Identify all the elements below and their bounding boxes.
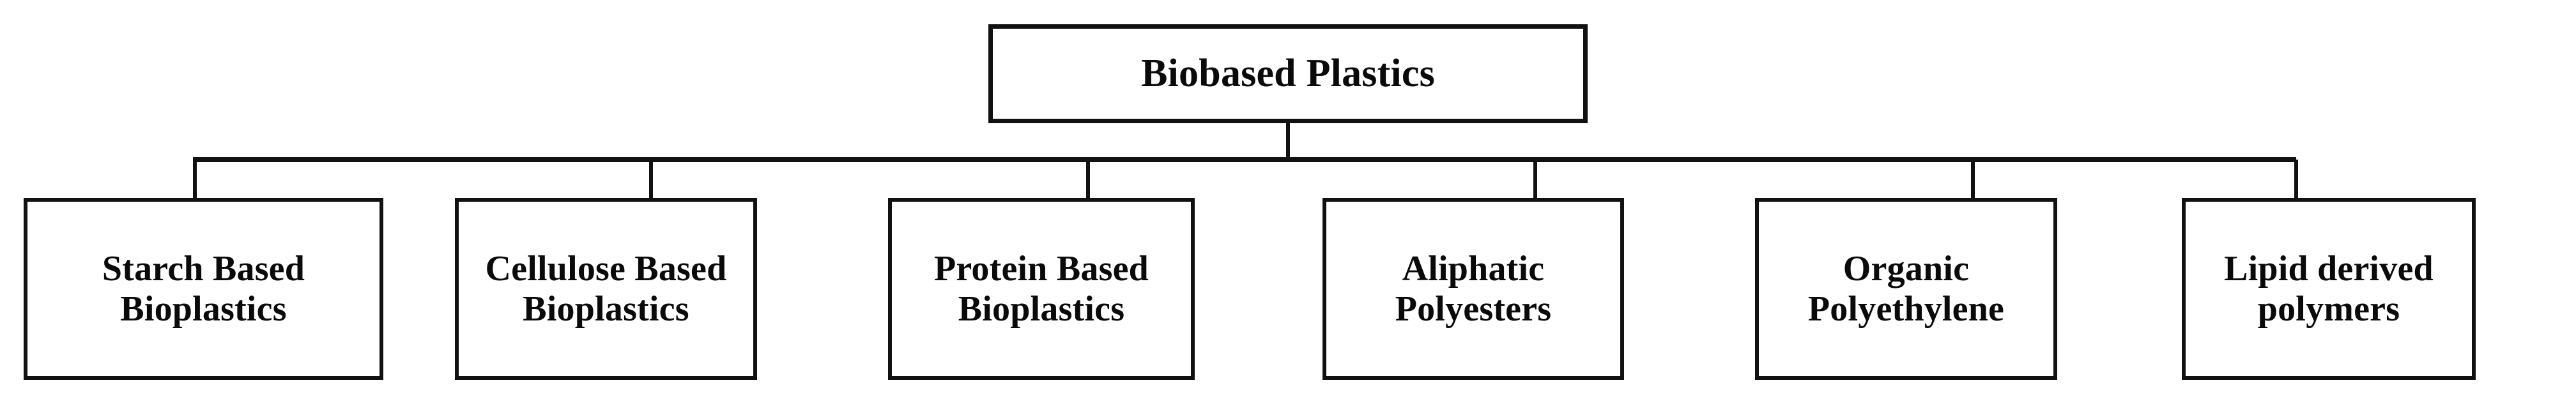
node-label-cellulose-based-bioplastics: Cellulose Based Bioplastics [485, 248, 727, 329]
connector-drop-2 [649, 160, 653, 199]
connector-drop-4 [1533, 160, 1537, 199]
connector-drop-3 [1086, 160, 1090, 199]
node-label-lipid-derived-polymers: Lipid derived polymers [2224, 248, 2434, 329]
node-label-protein-based-bioplastics: Protein Based Bioplastics [933, 248, 1149, 329]
node-label-organic-polyethylene: Organic Polyethylene [1807, 248, 2005, 329]
node-organic-polyethylene[interactable]: Organic Polyethylene [1755, 198, 2057, 380]
node-aliphatic-polyesters[interactable]: Aliphatic Polyesters [1322, 198, 1624, 380]
connector-root-stem [1286, 121, 1290, 162]
connector-drop-1 [193, 160, 197, 199]
node-cellulose-based-bioplastics[interactable]: Cellulose Based Bioplastics [455, 198, 757, 380]
node-protein-based-bioplastics[interactable]: Protein Based Bioplastics [888, 198, 1195, 380]
node-starch-based-bioplastics[interactable]: Starch Based Bioplastics [24, 198, 383, 380]
connector-horizontal-bus [193, 157, 2296, 162]
connector-drop-6 [2294, 160, 2298, 199]
node-biobased-plastics[interactable]: Biobased Plastics [988, 24, 1588, 123]
node-label-aliphatic-polyesters: Aliphatic Polyesters [1395, 248, 1552, 329]
connector-drop-5 [1971, 160, 1975, 199]
node-label-starch-based-bioplastics: Starch Based Bioplastics [102, 248, 305, 329]
node-lipid-derived-polymers[interactable]: Lipid derived polymers [2182, 198, 2476, 380]
node-label-biobased-plastics: Biobased Plastics [1141, 51, 1435, 95]
